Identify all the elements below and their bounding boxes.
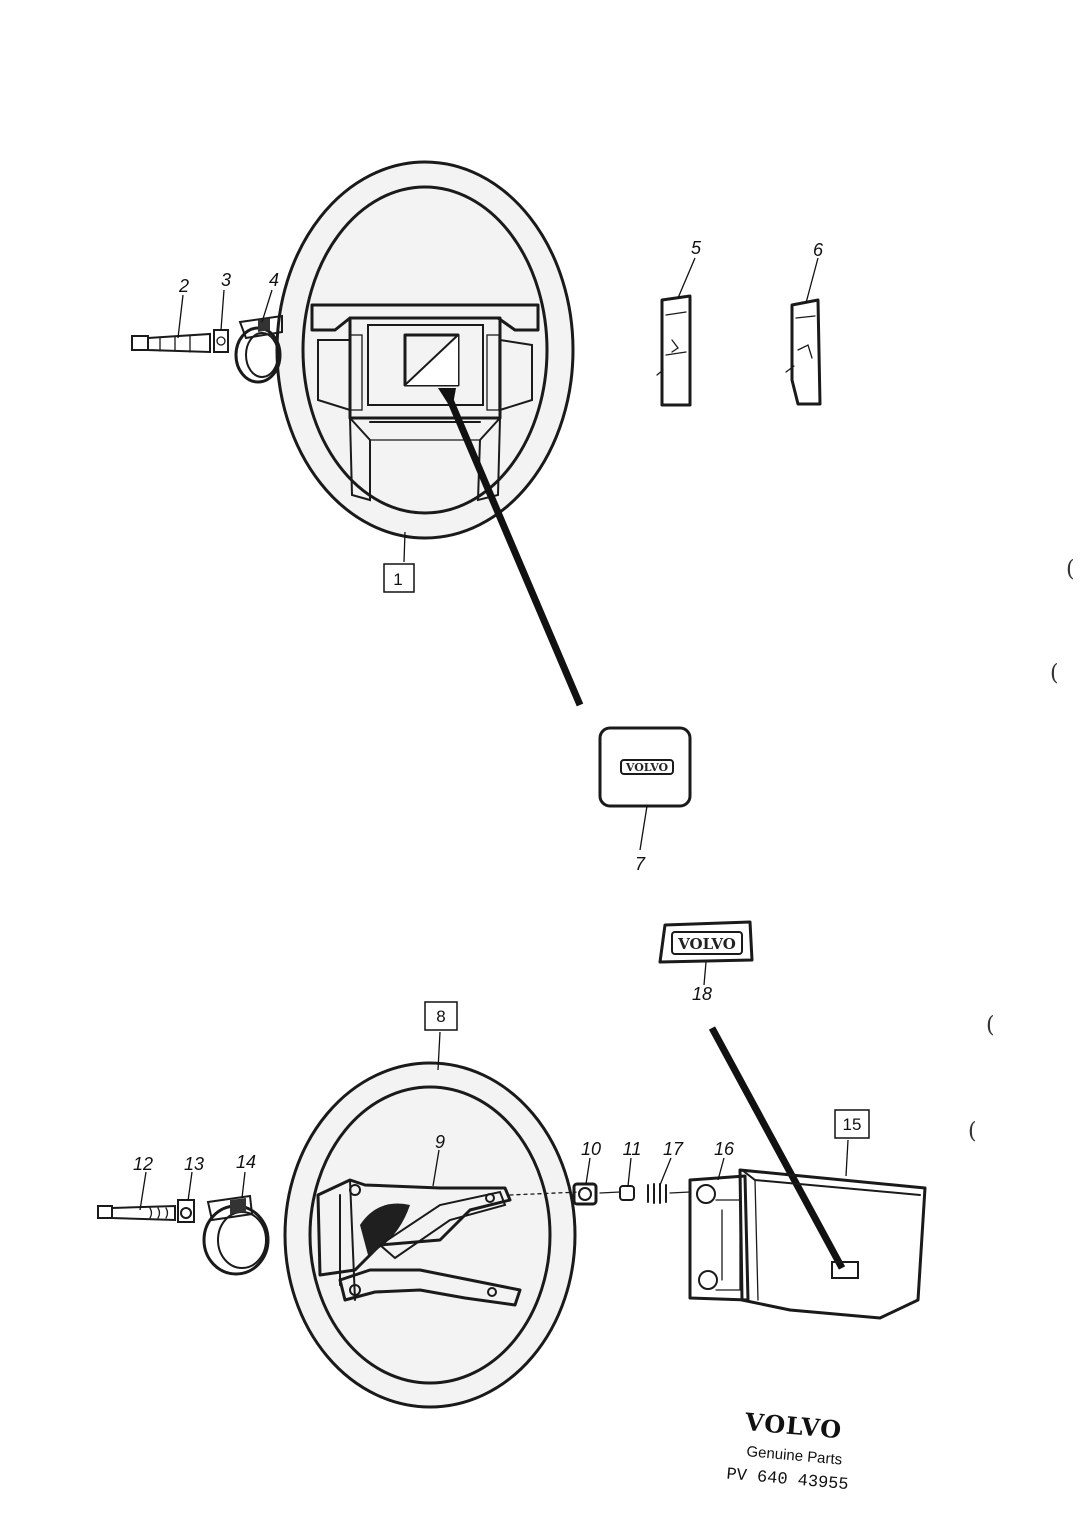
callout-5: 5 xyxy=(691,238,702,258)
nut-part-10 xyxy=(572,1182,598,1206)
callout-16: 16 xyxy=(714,1139,735,1159)
detail-arrow-top xyxy=(444,393,584,707)
clamp-part-14 xyxy=(202,1194,270,1276)
callout-12: 12 xyxy=(133,1154,153,1174)
washer-part-3 xyxy=(213,329,229,353)
callout-7: 7 xyxy=(635,854,646,874)
brand-subtitle: Genuine Parts xyxy=(746,1443,843,1468)
callout-box-15 xyxy=(834,1109,870,1139)
svg-text:(: ( xyxy=(986,1013,995,1038)
callout-3: 3 xyxy=(221,270,231,290)
pad-part-15 xyxy=(738,1168,927,1320)
bolt-part-12 xyxy=(97,1204,176,1222)
steering-wheel-bottom xyxy=(283,1061,581,1409)
part18-badge-text: VOLVO xyxy=(677,935,736,953)
screw-part-11 xyxy=(599,1185,635,1201)
brand-block: VOLVO Genuine Parts PV 640 43955 xyxy=(726,1407,850,1496)
callouts: 1 2 3 4 5 6 7 8 9 10 11 12 13 14 15 16 1… xyxy=(133,238,870,1174)
svg-text:(: ( xyxy=(968,1119,977,1144)
callout-box-1 xyxy=(383,563,415,593)
callout-6: 6 xyxy=(813,240,824,260)
horn-pad-part-7: VOLVO xyxy=(598,726,692,808)
switch-part-6 xyxy=(785,298,822,406)
leader-lines xyxy=(139,257,849,1211)
callout-box-8 xyxy=(424,1001,458,1031)
callout-17: 17 xyxy=(663,1139,684,1159)
svg-text:(: ( xyxy=(1066,557,1075,582)
svg-text:(: ( xyxy=(1050,661,1059,686)
emblem-part-18: VOLVO xyxy=(658,920,754,964)
callout-2: 2 xyxy=(178,276,189,296)
callout-18: 18 xyxy=(692,984,712,1004)
part-reference: PV 640 43955 xyxy=(726,1466,850,1496)
clamp-part-4 xyxy=(234,314,283,384)
callout-13: 13 xyxy=(184,1154,204,1174)
arrow-head-top xyxy=(438,388,456,410)
callout-10: 10 xyxy=(581,1139,601,1159)
callout-1: 1 xyxy=(393,570,402,589)
spring-part-17 xyxy=(647,1183,691,1204)
callout-15: 15 xyxy=(843,1115,862,1134)
steering-wheel-top xyxy=(275,160,575,540)
part7-badge-text: VOLVO xyxy=(625,761,669,774)
margin-marks: ( ( ( ( xyxy=(968,557,1075,1144)
callout-8: 8 xyxy=(436,1007,445,1026)
bolt-part-2 xyxy=(131,332,211,354)
callout-4: 4 xyxy=(269,270,279,290)
detail-arrow-bottom xyxy=(708,1026,846,1270)
callout-11: 11 xyxy=(623,1139,642,1159)
brand-wordmark: VOLVO xyxy=(743,1407,843,1444)
washer-part-13 xyxy=(177,1199,195,1223)
callout-9: 9 xyxy=(435,1132,445,1152)
callout-14: 14 xyxy=(236,1152,256,1172)
switch-part-5 xyxy=(656,294,692,407)
